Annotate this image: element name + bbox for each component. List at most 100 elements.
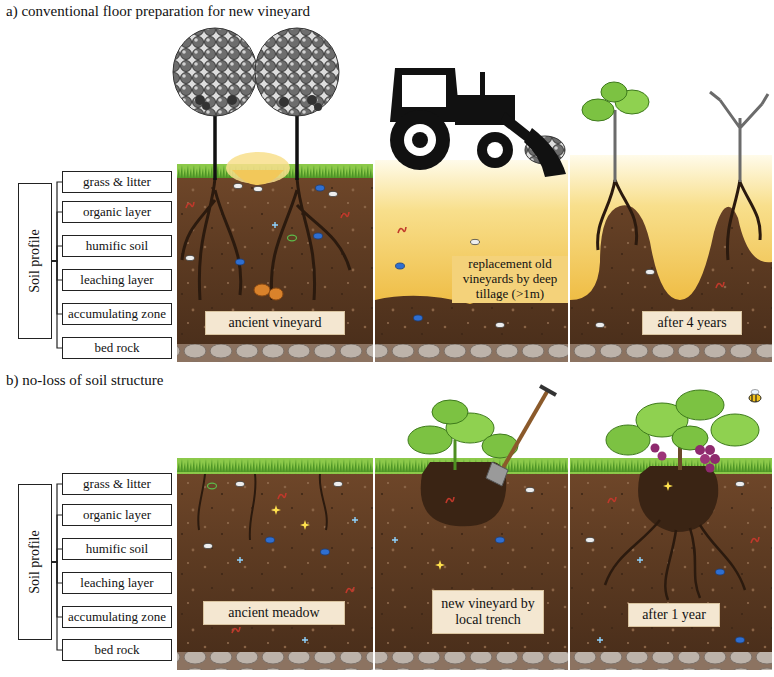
ancient-vineyard-scene xyxy=(314,103,322,111)
layer-label-box: organic layer xyxy=(62,504,172,526)
ancient-meadow-scene xyxy=(237,557,243,563)
after-one-year-scene xyxy=(711,414,759,446)
local-trench-scene xyxy=(496,537,505,543)
deep-tillage-scene xyxy=(396,263,405,269)
deep-tillage-scene xyxy=(398,227,406,233)
ancient-vineyard-scene xyxy=(186,255,195,260)
layer-name: grass & litter xyxy=(83,477,151,492)
layer-name: organic layer xyxy=(83,508,151,523)
scene-label-box: after 1 year xyxy=(628,603,720,627)
scene-label-box: new vineyard by local trench xyxy=(432,590,544,634)
layer-name: bed rock xyxy=(94,643,139,658)
ancient-meadow-scene xyxy=(177,458,373,474)
after-one-year-scene xyxy=(637,557,643,563)
ancient-meadow-scene xyxy=(352,517,358,523)
ancient-meadow-scene xyxy=(300,520,310,530)
ancient-vineyard-scene xyxy=(341,212,349,218)
shovel-icon xyxy=(486,386,556,486)
after-one-year-scene xyxy=(651,444,660,453)
after-one-year-scene xyxy=(706,464,715,473)
tractor-icon xyxy=(487,142,503,158)
tractor-icon xyxy=(390,68,566,177)
layer-label-box: leaching layer xyxy=(62,572,172,594)
deep-tillage-scene xyxy=(375,160,568,304)
tractor-icon xyxy=(480,72,485,97)
profile-title: Soil profile xyxy=(27,530,43,593)
after-four-years-scene xyxy=(646,269,655,274)
ancient-vineyard-scene xyxy=(279,97,289,107)
ancient-meadow-scene xyxy=(204,543,213,548)
soil-profile-box: Soil profile xyxy=(18,484,52,640)
local-trench-scene xyxy=(446,497,454,503)
ancient-vineyard-scene xyxy=(272,222,278,228)
layer-name: humific soil xyxy=(86,239,148,254)
ancient-vineyard-scene xyxy=(307,95,317,105)
ancient-vineyard-scene xyxy=(186,202,194,208)
layer-label-box: grass & litter xyxy=(62,171,172,193)
local-trench-scene xyxy=(526,487,535,492)
bracket-line xyxy=(52,182,62,261)
ancient-meadow-scene xyxy=(177,474,373,652)
local-trench-scene xyxy=(432,400,468,424)
ancient-meadow-scene xyxy=(302,637,308,643)
after-one-year-scene xyxy=(716,569,725,575)
scene-label-box: ancient vineyard xyxy=(205,311,345,335)
after-one-year-scene xyxy=(752,394,756,402)
layer-label-box: accumulating zone xyxy=(62,606,172,628)
panel-heading: a) conventional floor preparation for ne… xyxy=(6,3,310,20)
after-one-year-scene xyxy=(658,452,667,461)
ancient-meadow-scene xyxy=(346,587,354,593)
after-four-years-scene xyxy=(570,155,772,300)
local-trench-scene xyxy=(392,537,398,543)
after-four-years-scene xyxy=(601,82,627,102)
bracket-line xyxy=(52,212,62,261)
local-trench-scene xyxy=(375,400,568,670)
tractor-icon xyxy=(402,75,446,107)
layer-label-box: accumulating zone xyxy=(62,303,172,325)
ancient-vineyard-scene xyxy=(202,102,210,110)
after-four-years-scene xyxy=(582,99,614,121)
after-one-year-scene xyxy=(586,537,595,542)
layer-label-box: humific soil xyxy=(62,235,172,257)
ancient-vineyard-scene xyxy=(177,176,373,346)
ancient-vineyard-scene xyxy=(177,344,373,362)
ancient-vineyard-scene xyxy=(254,284,270,296)
shovel-icon xyxy=(486,462,508,486)
after-four-years-scene xyxy=(598,180,761,260)
bracket-line xyxy=(52,562,62,650)
ancient-meadow-scene xyxy=(334,481,343,486)
layer-name: grass & litter xyxy=(83,175,151,190)
layer-label-box: grass & litter xyxy=(62,473,172,495)
ancient-vineyard-scene xyxy=(173,28,373,362)
deep-tillage-scene xyxy=(471,239,480,244)
bracket-line xyxy=(52,549,62,562)
after-one-year-scene xyxy=(570,390,772,671)
scene-caption: after 1 year xyxy=(642,607,706,623)
scene-caption: ancient vineyard xyxy=(229,315,322,331)
ancient-meadow-scene xyxy=(177,474,373,652)
after-one-year-scene xyxy=(710,454,720,464)
tractor-icon xyxy=(477,132,513,168)
ancient-meadow-scene xyxy=(271,505,281,515)
ancient-meadow-scene xyxy=(198,474,327,540)
shovel-icon xyxy=(540,386,556,395)
deep-tillage-scene xyxy=(375,344,568,362)
after-one-year-scene xyxy=(751,390,759,395)
local-trench-scene xyxy=(375,652,568,670)
profile-title: Soil profile xyxy=(27,229,43,292)
ancient-vineyard-scene xyxy=(234,183,243,188)
ancient-meadow-scene xyxy=(208,483,217,489)
ancient-vineyard-scene xyxy=(215,105,297,180)
after-one-year-scene xyxy=(700,454,710,464)
after-one-year-scene xyxy=(736,481,745,486)
bracket-line xyxy=(52,484,62,562)
shovel-icon xyxy=(503,390,548,468)
deep-tillage-scene xyxy=(496,322,505,327)
after-one-year-scene xyxy=(705,445,715,455)
after-one-year-scene xyxy=(736,637,745,643)
ancient-vineyard-scene xyxy=(232,170,284,185)
after-one-year-scene xyxy=(638,466,718,532)
after-one-year-scene xyxy=(663,481,673,491)
layer-label-box: humific soil xyxy=(62,538,172,560)
ancient-meadow-scene xyxy=(232,627,240,633)
